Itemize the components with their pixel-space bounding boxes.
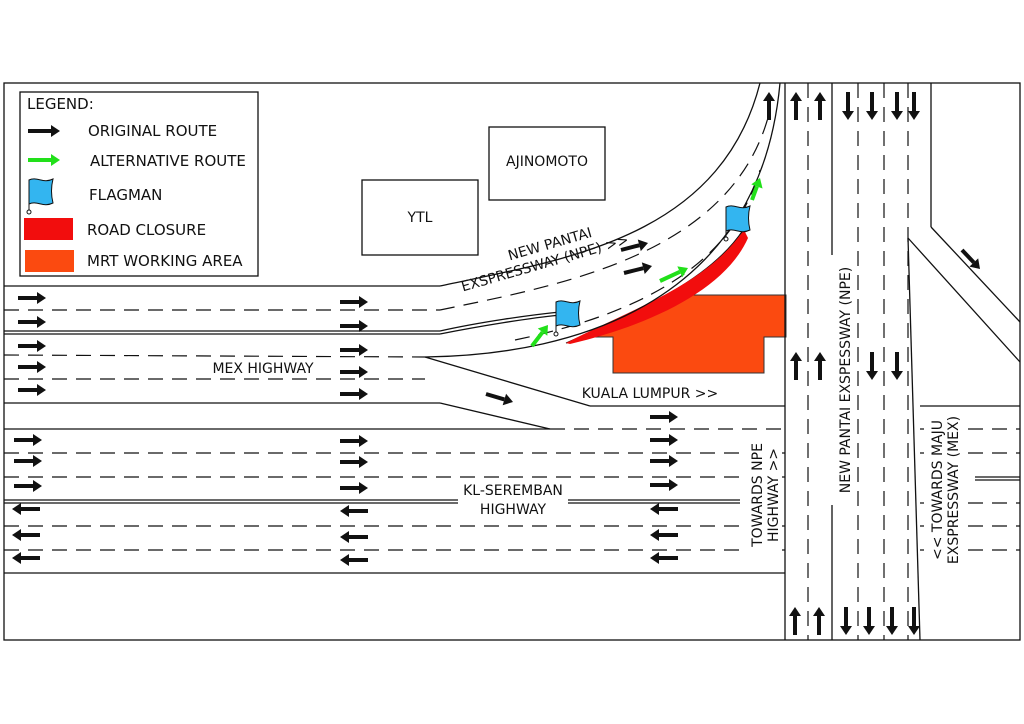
original-route-arrow-east [650, 455, 678, 467]
legend-title: LEGEND: [27, 95, 94, 113]
original-route-arrow-north [763, 92, 775, 120]
legend-original-route-arrow-icon [28, 125, 60, 137]
original-route-arrow-east [18, 316, 46, 328]
original-route-arrow-east [18, 340, 46, 352]
original-route-arrow-south [908, 92, 920, 120]
original-route-arrow-north [789, 607, 801, 635]
ajinomoto-building [488, 126, 606, 201]
original-route-arrow-east [340, 320, 368, 332]
original-route-arrow-east [14, 434, 42, 446]
npe-vertical-road [784, 83, 1021, 641]
legend-original-route: ORIGINAL ROUTE [88, 122, 217, 140]
alternative-route-arrow [659, 266, 688, 283]
original-route-arrow-south [840, 607, 852, 635]
towards-mex-label-2: EXSPRESSWAY (MEX) [946, 416, 962, 564]
original-route-arrow-west [12, 529, 40, 541]
original-route-arrow-east [340, 456, 368, 468]
kl-seremban-label-2: HIGHWAY [480, 502, 547, 518]
original-route-arrow-east [340, 435, 368, 447]
mrt-working-area-swatch [25, 250, 74, 272]
kl-seremban-label-1: KL-SEREMBAN [463, 483, 563, 499]
kl-seremban-highway [4, 405, 1020, 574]
flagman-icon [553, 300, 581, 337]
mex-highway [3, 285, 785, 430]
legend-flagman: FLAGMAN [89, 186, 162, 204]
original-route-arrow-west [340, 554, 368, 566]
original-route-arrow-east [650, 434, 678, 446]
original-route-arrow-east [650, 411, 678, 423]
original-route-arrow-east [14, 480, 42, 492]
original-route-arrow-west [650, 529, 678, 541]
legend-alternative-route-arrow-icon [28, 154, 60, 166]
original-route-arrow-west [340, 505, 368, 517]
legend-alternative-route: ALTERNATIVE ROUTE [90, 152, 246, 170]
original-route-arrow-north [814, 352, 826, 380]
ytl-label: YTL [407, 210, 433, 226]
mex-label-bg [205, 358, 320, 376]
original-route-arrow-west [12, 552, 40, 564]
towards-npe-label-1: TOWARDS NPE [750, 443, 766, 548]
original-route-arrow-south [886, 607, 898, 635]
original-route-arrow-west [340, 531, 368, 543]
original-route-arrow-kl [485, 392, 513, 406]
original-route-arrow-east [340, 388, 368, 400]
original-route-arrow-north [813, 607, 825, 635]
original-route-arrow-south [891, 352, 903, 380]
original-route-arrow-north [790, 92, 802, 120]
road-closure-swatch [24, 218, 73, 240]
original-route-arrow-east [18, 292, 46, 304]
alternative-route-arrow [750, 178, 763, 201]
towards-mex-bg [924, 410, 968, 570]
mex-highway-label: MEX HIGHWAY [212, 361, 314, 377]
towards-npe-bg [748, 440, 782, 552]
original-route-arrow-east [340, 482, 368, 494]
original-route-arrow-west [12, 503, 40, 515]
kuala-lumpur-label: KUALA LUMPUR >> [582, 386, 719, 402]
legend: LEGEND: ORIGINAL ROUTE ALTERNATIVE ROUTE… [19, 91, 259, 277]
ajinomoto-label: AJINOMOTO [506, 154, 588, 170]
legend-flag-icon [26, 178, 54, 215]
npe-vertical-label: NEW PANTAI EXSPESSWAY (NPE) [838, 267, 854, 493]
flagman-icon [723, 205, 751, 242]
original-route-arrow-south [908, 607, 920, 635]
original-route-arrow-north [814, 92, 826, 120]
original-route-arrow-west [650, 503, 678, 515]
original-route-arrow-east [14, 455, 42, 467]
towards-npe-label-2: HIGHWAY >> [766, 448, 782, 542]
original-route-arrow-south [866, 352, 878, 380]
ytl-building [361, 179, 479, 256]
legend-road-closure: ROAD CLOSURE [87, 221, 206, 239]
original-route-arrow-east [340, 344, 368, 356]
towards-mex-label-1: << TOWARDS MAJU [930, 420, 946, 560]
original-route-arrow-south [891, 92, 903, 120]
original-route-arrow-east [340, 296, 368, 308]
original-route-arrow-east [650, 479, 678, 491]
original-route-arrow-south [842, 92, 854, 120]
legend-box [19, 91, 259, 277]
original-route-arrow-npe-ramp [623, 262, 652, 275]
original-route-arrow-east [18, 361, 46, 373]
legend-mrt-working-area: MRT WORKING AREA [87, 252, 243, 270]
alternative-route-arrow [530, 325, 548, 348]
original-route-arrow-east [340, 366, 368, 378]
original-route-arrow-west [650, 552, 678, 564]
original-route-arrow-north [790, 352, 802, 380]
original-route-arrow-south [866, 92, 878, 120]
original-route-arrow-south [863, 607, 875, 635]
original-route-arrow-npe-ramp [620, 239, 648, 252]
original-route-arrow-southeast [960, 248, 980, 269]
original-route-arrow-east [18, 384, 46, 396]
